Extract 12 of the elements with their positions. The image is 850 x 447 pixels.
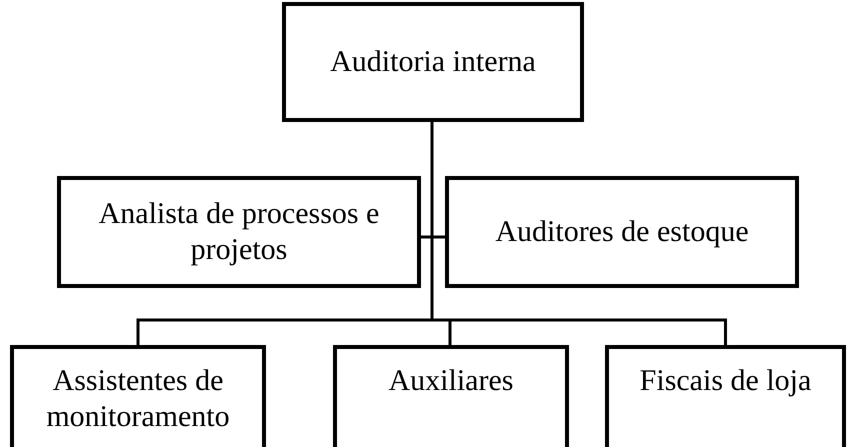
- role-label: Assistentes de monitoramento: [45, 363, 231, 435]
- org-box: [282, 2, 584, 122]
- role-label: Fiscais de loja: [640, 363, 812, 399]
- org-box: [57, 176, 421, 288]
- org-box: [605, 345, 846, 447]
- role-label: Auxiliares: [388, 363, 514, 399]
- role-label: Auditoria interna: [330, 44, 536, 80]
- org-box: [445, 176, 799, 288]
- org-box: [333, 345, 569, 447]
- org-box: [10, 345, 266, 447]
- role-label: Auditores de estoque: [495, 214, 749, 250]
- role-label: Analista de processos e projetos: [98, 196, 380, 268]
